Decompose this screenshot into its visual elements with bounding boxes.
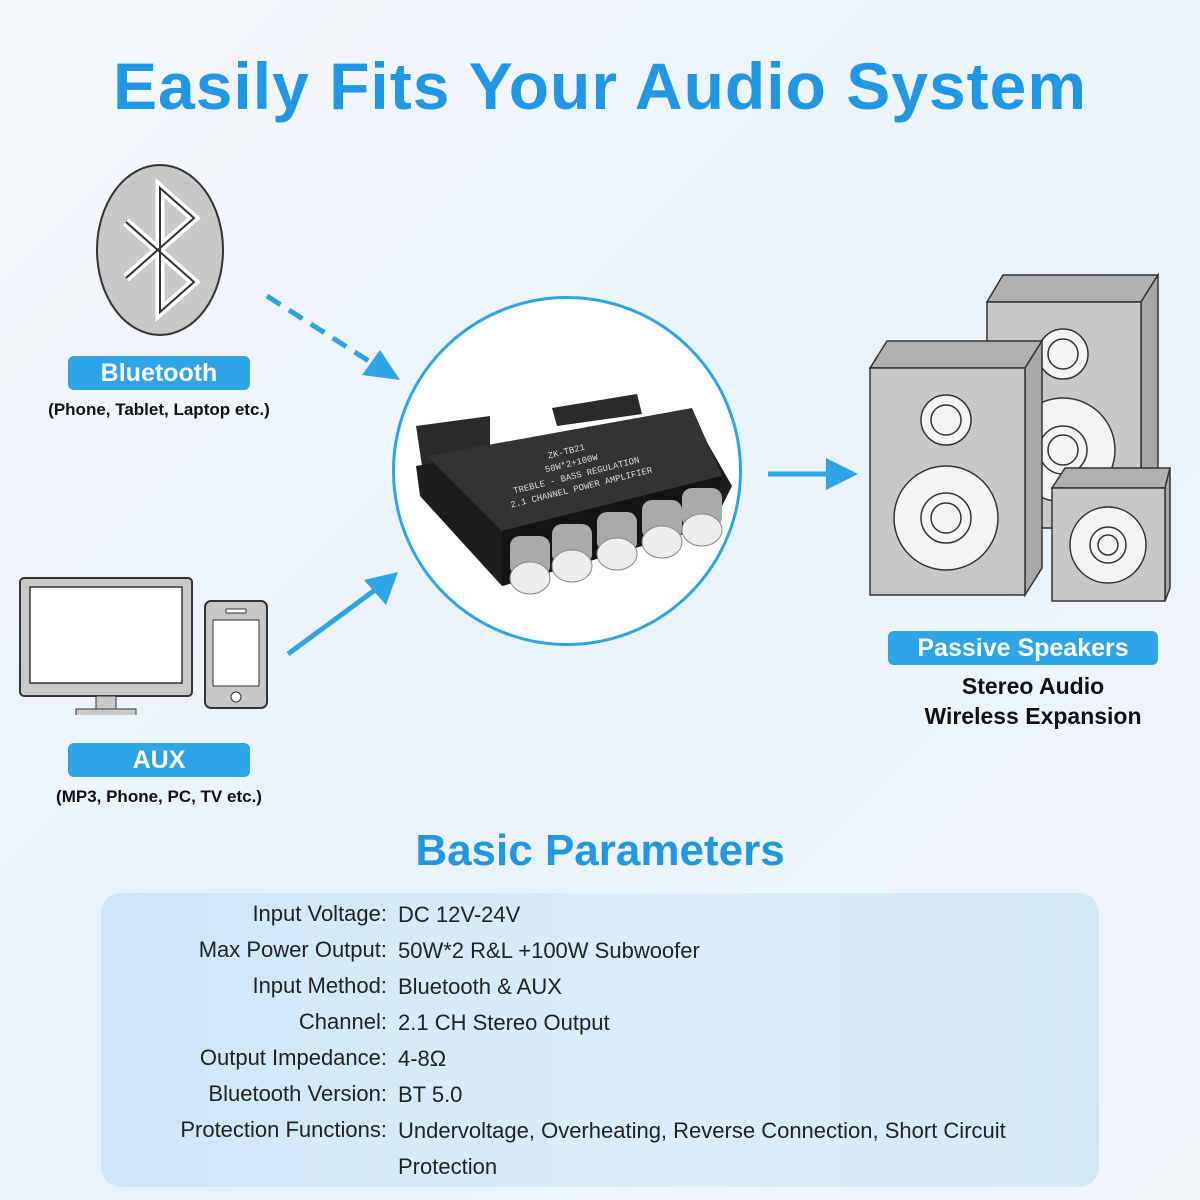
bluetooth-icon [96, 164, 224, 336]
flow-arrows [265, 293, 858, 657]
params-table: Input Voltage: DC 12V-24V Max Power Outpu… [101, 893, 1099, 1187]
speakers-line1: Stereo Audio [961, 673, 1105, 699]
param-key: Channel: [298, 1009, 387, 1034]
param-value: 2.1 CH Stereo Output [398, 1010, 610, 1035]
param-key: Output Impedance: [199, 1045, 387, 1070]
param-value: BT 5.0 [398, 1082, 463, 1107]
knob [551, 524, 593, 583]
bluetooth-sub: (Phone, Tablet, Laptop etc.) [48, 400, 270, 419]
arrow-head-icon [364, 572, 398, 605]
param-key: Protection Functions: [180, 1117, 387, 1142]
page-title: Easily Fits Your Audio System [112, 49, 1088, 123]
speakers-line2: Wireless Expansion [924, 703, 1142, 729]
knobs [509, 488, 723, 595]
passive-speakers-label: Passive Speakers [888, 631, 1158, 665]
aux-sub: (MP3, Phone, PC, TV etc.) [56, 787, 262, 806]
params-title: Basic Parameters [415, 826, 785, 875]
knob [509, 536, 551, 595]
bluetooth-label: Bluetooth [68, 356, 250, 390]
arrow-head-icon [826, 458, 858, 490]
amplifier-image: ZK-TB21 50W*2+100W TREBLE - BASS REGULAT… [416, 394, 732, 595]
knob [641, 500, 683, 559]
param-key: Bluetooth Version: [208, 1081, 387, 1106]
param-value: 50W*2 R&L +100W Subwoofer [398, 938, 700, 963]
knob [596, 512, 638, 571]
arrow-head-icon [362, 350, 400, 380]
param-key: Max Power Output: [198, 937, 387, 962]
param-value: DC 12V-24V [398, 902, 521, 927]
param-value: Undervoltage, Overheating, Reverse Conne… [398, 1118, 1006, 1179]
aux-label: AUX [68, 743, 250, 777]
param-value: 4-8Ω [398, 1046, 447, 1071]
passive-speakers-icon [868, 272, 1171, 602]
param-key: Input Voltage: [252, 901, 387, 926]
knob [681, 488, 723, 547]
param-value: Bluetooth & AUX [398, 974, 562, 999]
param-key: Input Method: [252, 973, 387, 998]
monitor-phone-icon [19, 577, 268, 715]
